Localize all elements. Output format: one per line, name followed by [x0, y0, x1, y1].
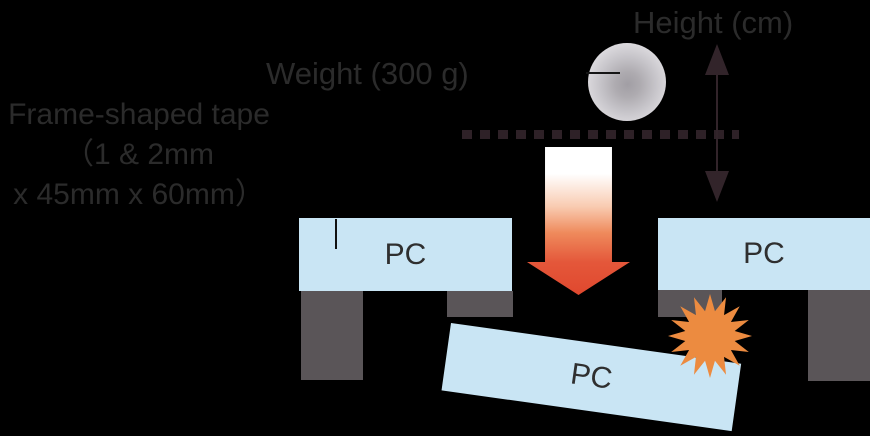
arrow-down-head [705, 171, 729, 202]
arrow-shaft [716, 70, 718, 176]
drop-arrow-icon [527, 147, 630, 295]
pc-plate-dropped-label: PC [568, 357, 615, 396]
drop-level-dotted-line [462, 130, 739, 139]
arrow-up-head [705, 44, 729, 75]
ball-pointer-line [586, 72, 620, 74]
weight-ball-icon [588, 43, 666, 121]
tape-dimensions-label: Frame-shaped tape （1 & 2mm x 45mm x 60mm… [0, 95, 278, 215]
tape-label-line2: （1 & 2mm [63, 138, 215, 171]
weight-label: Weight (300 g) [266, 56, 469, 91]
pc-plate-right: PC [658, 218, 870, 290]
tape-label-line1: Frame-shaped tape [8, 98, 270, 131]
support-block-left-outer [301, 291, 363, 380]
tape-label-line3: x 45mm x 60mm） [13, 178, 265, 211]
pc-plate-left-label: PC [384, 237, 427, 271]
pc-plate-right-label: PC [743, 237, 785, 270]
impact-star-icon [668, 294, 752, 378]
height-range-arrow-icon [705, 44, 729, 202]
height-label: Height (cm) [633, 5, 794, 40]
support-block-left-inner [447, 291, 513, 317]
tape-thickness-tick [335, 219, 337, 249]
support-block-right-outer [808, 290, 870, 381]
pc-plate-left: PC [299, 218, 512, 291]
